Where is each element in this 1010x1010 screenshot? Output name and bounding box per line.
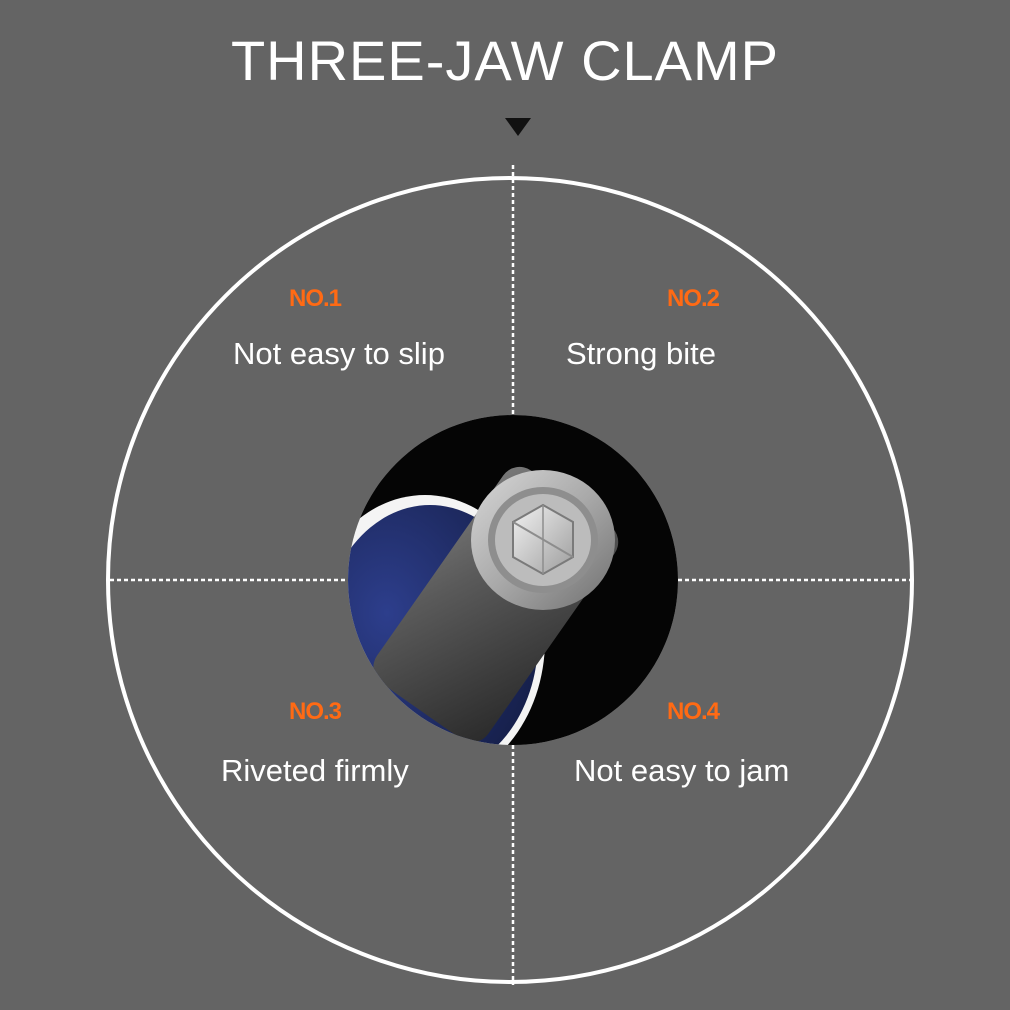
- feature-number-1: NO.1: [289, 285, 342, 312]
- feature-text-4: Not easy to jam: [574, 753, 790, 788]
- feature-number-3: NO.3: [289, 698, 342, 725]
- screwdriver-bit-tip-illustration: [348, 415, 678, 745]
- feature-text-1: Not easy to slip: [233, 336, 445, 371]
- triangle-down-icon: [505, 118, 531, 136]
- feature-number-2: NO.2: [667, 285, 720, 312]
- outer-ring: [106, 176, 914, 984]
- feature-number-4: NO.4: [667, 698, 720, 725]
- feature-text-2: Strong bite: [566, 336, 716, 371]
- feature-text-3: Riveted firmly: [221, 753, 409, 788]
- page-title: THREE-JAW CLAMP: [230, 29, 780, 92]
